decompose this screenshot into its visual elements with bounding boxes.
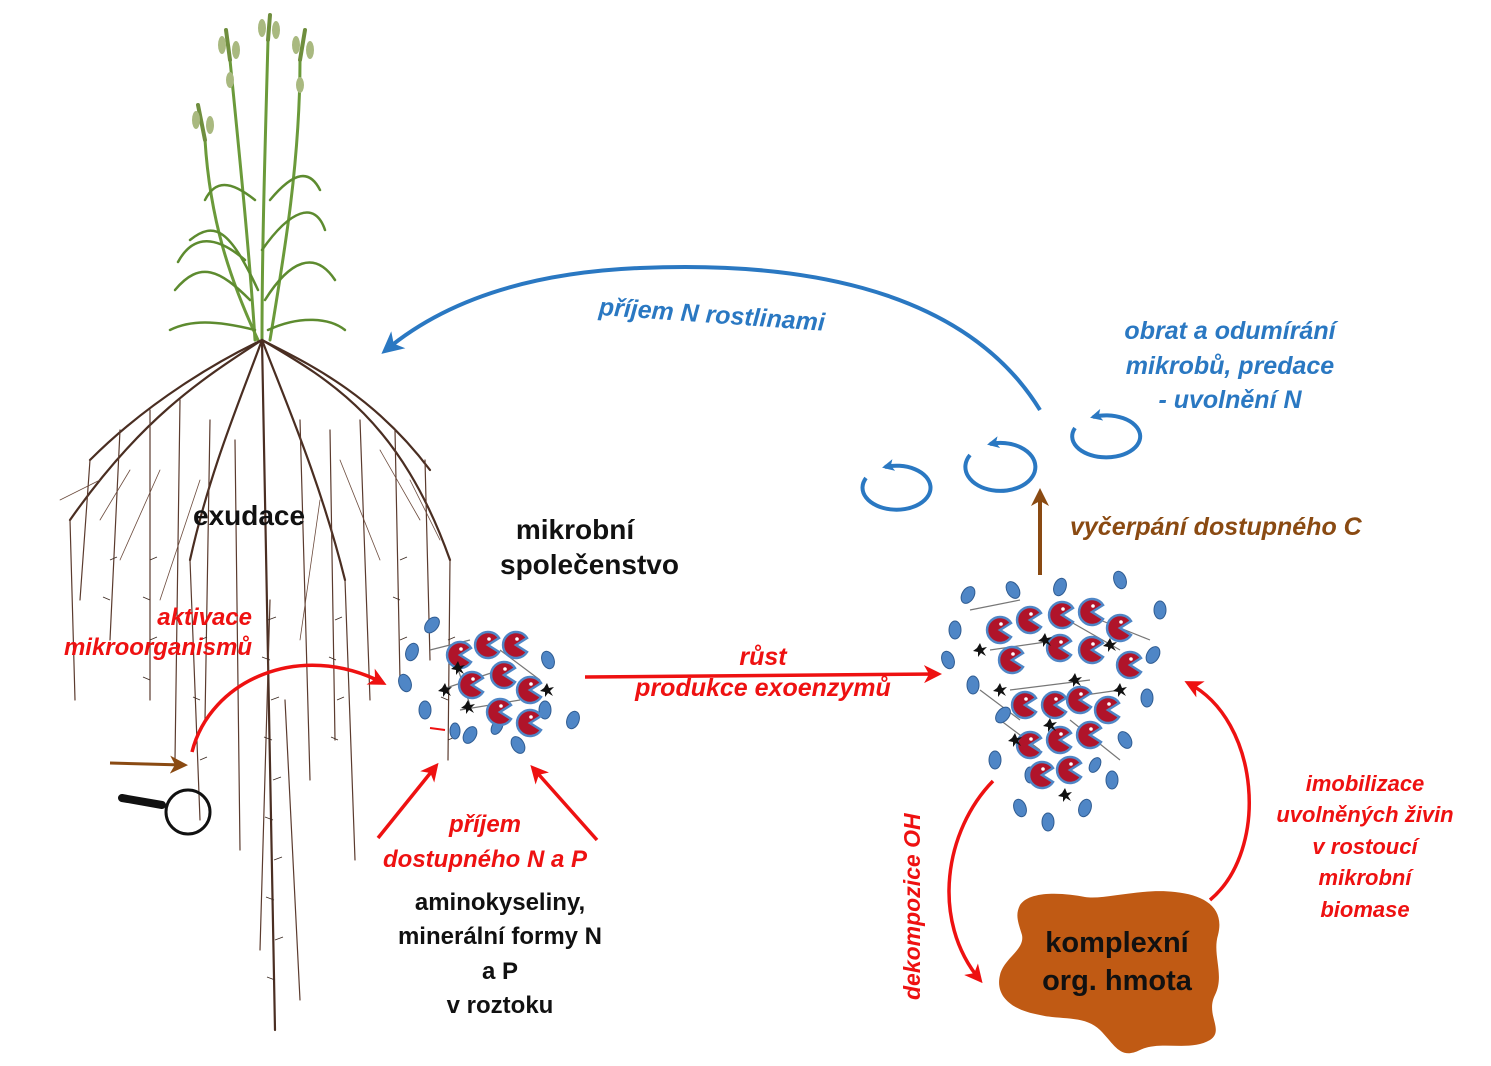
immobilization-line-5: biomase bbox=[1320, 896, 1410, 922]
uptake-arrow-right bbox=[530, 765, 599, 842]
plant-uptake-arrow bbox=[381, 265, 1042, 412]
depletion-label: vyčerpání dostupného C bbox=[1070, 513, 1362, 541]
immobilization-line-2: uvolněných živin bbox=[1276, 802, 1454, 828]
immobilization-arrow bbox=[1184, 681, 1251, 902]
organic-matter-label: komplexní org. hmota bbox=[1012, 925, 1222, 1000]
growth-line-2: produkce exoenzymů bbox=[635, 674, 891, 703]
immobilization-line-1: imobilizace bbox=[1305, 771, 1425, 796]
exudace-label: exudace bbox=[193, 500, 306, 531]
activation-label: aktivace mikroorganismů bbox=[30, 603, 252, 663]
uptake-line-1: příjem bbox=[448, 811, 522, 838]
decomposition-arrow bbox=[947, 779, 995, 984]
turnover-line-3: - uvolnění N bbox=[1158, 386, 1302, 414]
magnifier-icon bbox=[118, 788, 212, 836]
decomposition-label: dekompozice OH bbox=[899, 813, 925, 1000]
plant-illustration bbox=[59, 13, 456, 1032]
solution-line-4: v roztoku bbox=[446, 991, 554, 1019]
pointer-arrow bbox=[109, 755, 188, 774]
uptake-line-2: dostupného N a P bbox=[383, 845, 587, 873]
uptake-available-label: příjem dostupného N a P bbox=[350, 808, 620, 878]
solution-line-3: a P bbox=[481, 957, 519, 985]
solution-forms-label: aminokyseliny, minerální formy N a P v r… bbox=[355, 886, 645, 1023]
growth-label: růst produkce exoenzymů bbox=[608, 642, 918, 705]
organic-matter-line-1: komplexní bbox=[1045, 927, 1189, 959]
growth-line-1: růst bbox=[739, 643, 787, 671]
uptake-arrow-left bbox=[376, 762, 439, 840]
activation-line-2: mikroorganismů bbox=[63, 634, 252, 661]
immobilization-line-3: v rostoucí bbox=[1312, 833, 1418, 859]
organic-matter-line-2: org. hmota bbox=[1042, 964, 1192, 997]
activation-line-1: aktivace bbox=[157, 604, 252, 631]
organic-matter-blob bbox=[999, 891, 1220, 1054]
microbial-community-line-1: mikrobní bbox=[515, 514, 635, 545]
microbial-cluster-right bbox=[941, 570, 1167, 832]
microbial-community-label: mikrobní společenstvo bbox=[500, 512, 679, 582]
immobilization-line-4: mikrobní bbox=[1318, 865, 1412, 891]
growth-arrow bbox=[584, 665, 942, 684]
cycle-arrow-icon bbox=[860, 408, 1143, 512]
turnover-line-2: mikrobů, predace bbox=[1125, 351, 1335, 380]
solution-line-2: minerální formy N bbox=[397, 923, 603, 951]
turnover-line-1: obrat a odumírání bbox=[1124, 317, 1336, 345]
solution-line-1: aminokyseliny, bbox=[414, 889, 586, 916]
activation-arrow bbox=[190, 663, 387, 753]
immobilization-label: imobilizace uvolněných živin v rostoucí … bbox=[1255, 768, 1475, 925]
microbial-cluster-left bbox=[398, 616, 580, 754]
turnover-label: obrat a odumírání mikrobů, predace - uvo… bbox=[1090, 314, 1370, 418]
microbial-community-line-2: společenstvo bbox=[500, 549, 679, 580]
